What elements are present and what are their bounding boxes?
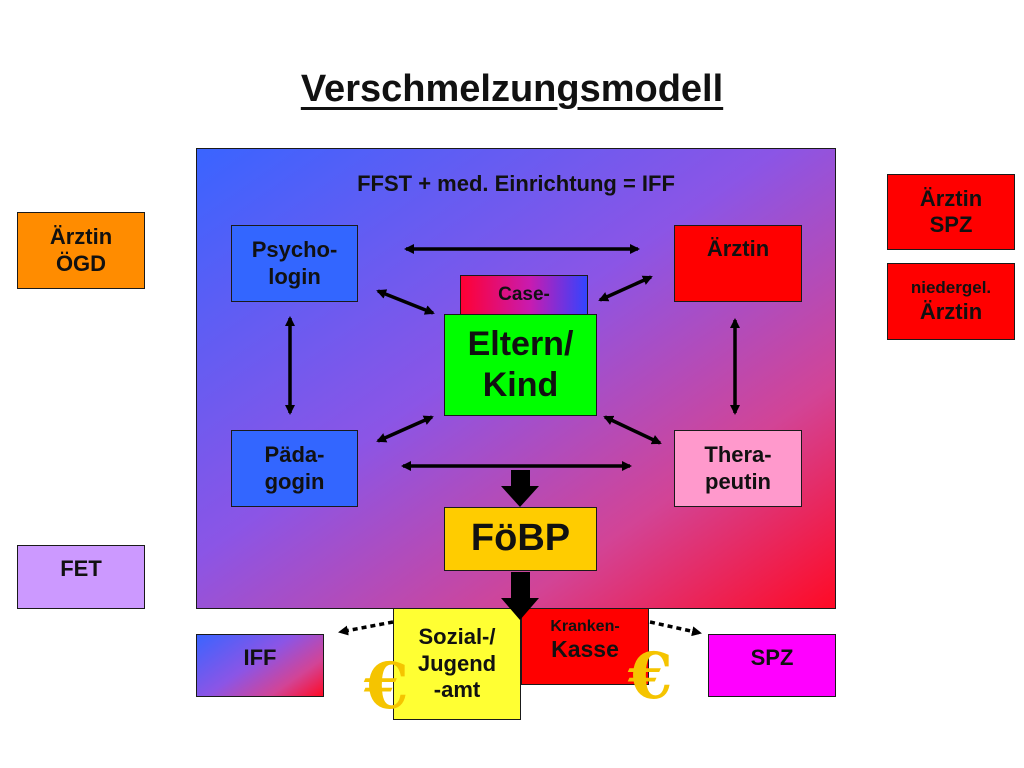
eltern-kind-line1: Eltern/: [467, 325, 574, 364]
therapeutin-line1: Thera-: [704, 442, 772, 468]
iff-label: IFF: [243, 645, 277, 670]
sozial-jugendamt-box: Sozial-/ Jugend -amt: [393, 608, 521, 720]
krankenkasse-box: Kranken- Kasse: [521, 608, 649, 685]
block-arrow-foebp-kasse: [501, 572, 539, 620]
aerztin-inner-box: Ärztin: [674, 225, 802, 302]
niedergel-line2: Ärztin: [919, 298, 983, 324]
sozial-line3: -amt: [433, 677, 481, 703]
arrow-paedagogin-eltern: [376, 415, 434, 443]
foebp-label: FöBP: [470, 517, 571, 560]
eltern-kind-box: Eltern/ Kind: [444, 314, 597, 416]
paedagogin-box: Päda- gogin: [231, 430, 358, 507]
foebp-box: FöBP: [444, 507, 597, 571]
aerztin-spz-line2: SPZ: [929, 212, 973, 237]
panel-title: FFST + med. Einrichtung = IFF: [357, 171, 675, 196]
page-title: Verschmelzungsmodell: [300, 68, 724, 110]
fet-label: FET: [60, 556, 102, 581]
therapeutin-line2: peutin: [705, 468, 771, 494]
aerztin-oegd-line2: ÖGD: [55, 250, 107, 276]
aerztin-spz-line1: Ärztin: [919, 185, 983, 211]
euro-icon-left: €: [364, 649, 409, 724]
psychologin-box: Psycho- login: [231, 225, 358, 302]
arrow-aerztin-case: [598, 275, 653, 302]
eltern-kind-line2: Kind: [482, 366, 559, 404]
sozial-line1: Sozial-/: [418, 624, 496, 650]
therapeutin-box: Thera- peutin: [674, 430, 802, 507]
spz-box: SPZ: [708, 634, 836, 697]
dotted-arrow-spz: [649, 620, 702, 637]
spz-label: SPZ: [750, 645, 794, 670]
case-label: Case-: [498, 284, 550, 305]
block-arrow-eltern-foebp: [501, 470, 539, 507]
dotted-arrow-iff: [338, 620, 394, 636]
iff-box: IFF: [196, 634, 324, 697]
niedergel-line1: niedergel.: [910, 278, 992, 298]
paedagogin-line1: Päda-: [264, 442, 325, 468]
case-box: Case-: [460, 275, 588, 315]
kasse-line1: Kranken-: [550, 618, 620, 635]
psychologin-line1: Psycho-: [251, 237, 338, 263]
aerztin-spz-box: Ärztin SPZ: [887, 174, 1015, 250]
arrow-therapeutin-eltern: [603, 415, 662, 445]
sozial-line2: Jugend: [417, 650, 497, 676]
psychologin-line2: login: [268, 263, 321, 289]
euro-icon-right: €: [628, 639, 673, 714]
kasse-line2: Kasse: [551, 636, 619, 663]
fet-box: FET: [17, 545, 145, 609]
arrow-psychologin-case: [376, 289, 435, 315]
aerztin-inner-label: Ärztin: [706, 236, 770, 261]
niedergel-aerztin-box: niedergel. Ärztin: [887, 263, 1015, 340]
aerztin-oegd-box: Ärztin ÖGD: [17, 212, 145, 289]
paedagogin-line2: gogin: [264, 468, 325, 494]
aerztin-oegd-line1: Ärztin: [49, 224, 113, 250]
